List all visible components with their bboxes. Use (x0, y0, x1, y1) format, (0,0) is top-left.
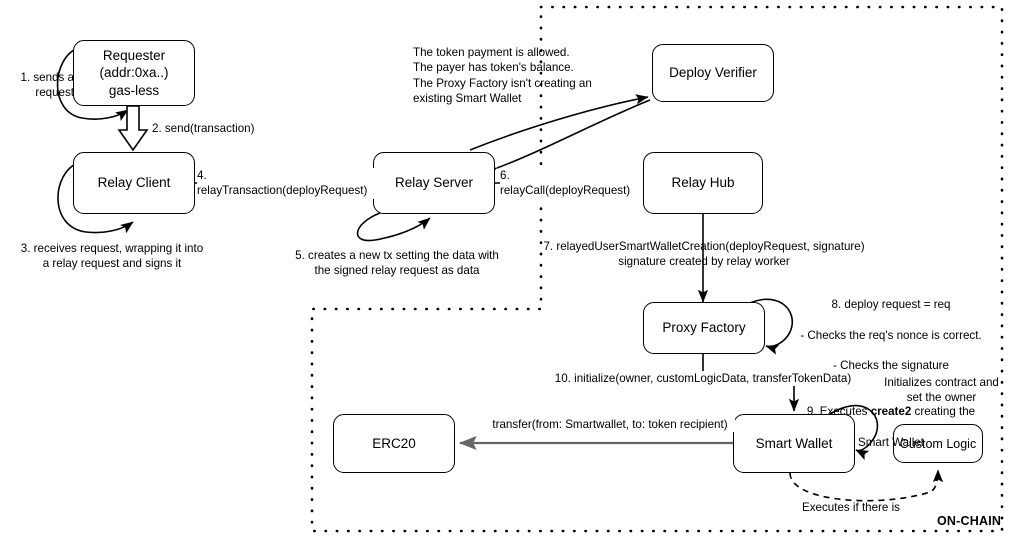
label-step6: 6. relayCall(deployRequest) (500, 168, 642, 199)
label-step1: 1. sends a request (20, 71, 75, 100)
label-step89-create2: create2 (870, 405, 912, 419)
node-proxy-factory[interactable]: Proxy Factory (643, 302, 765, 354)
label-step5: 5. creates a new tx setting the data wit… (295, 249, 499, 278)
label-executes-if: Executes if there is (802, 501, 900, 514)
node-deploy-verifier[interactable]: Deploy Verifier (652, 44, 774, 102)
arrow-executes-if (789, 469, 944, 502)
label-initializes: Initializes contract and set the owner (884, 376, 999, 405)
label-step4: 4. relayTransaction(deployRequest) (197, 168, 375, 199)
label-step10: 10. initialize(owner, customLogicData, t… (531, 371, 875, 387)
label-step89-line4-post: creating the (911, 405, 976, 419)
node-relay-client[interactable]: Relay Client (73, 152, 195, 214)
label-step89-line1: 8. deploy request = req (831, 298, 951, 312)
arrow-step2 (117, 105, 149, 152)
label-onchain: ON-CHAIN (937, 514, 1002, 528)
label-step89-line4-pre: 9. Executes (806, 405, 871, 419)
label-step89-line5: Smart Wallet (858, 435, 924, 449)
label-step89-line2: - Checks the req's nonce is correct. (800, 328, 982, 342)
arrow-verifier-response (483, 99, 651, 178)
label-step3: 3. receives request, wrapping it into a … (20, 242, 204, 271)
label-step7: 7. relayedUserSmartWalletCreation(deploy… (543, 240, 865, 269)
node-relay-server[interactable]: Relay Server (373, 152, 495, 214)
label-step2: 2. send(transaction) (152, 122, 255, 135)
node-requester[interactable]: Requester (addr:0xa..) gas-less (73, 40, 195, 106)
arrow-step5 (356, 212, 431, 242)
node-erc20[interactable]: ERC20 (333, 414, 455, 473)
label-verifier-conditions: The token payment is allowed. The payer … (413, 46, 592, 105)
label-transfer: transfer(from: Smartwallet, to: token re… (485, 417, 735, 433)
node-relay-hub[interactable]: Relay Hub (643, 152, 763, 214)
